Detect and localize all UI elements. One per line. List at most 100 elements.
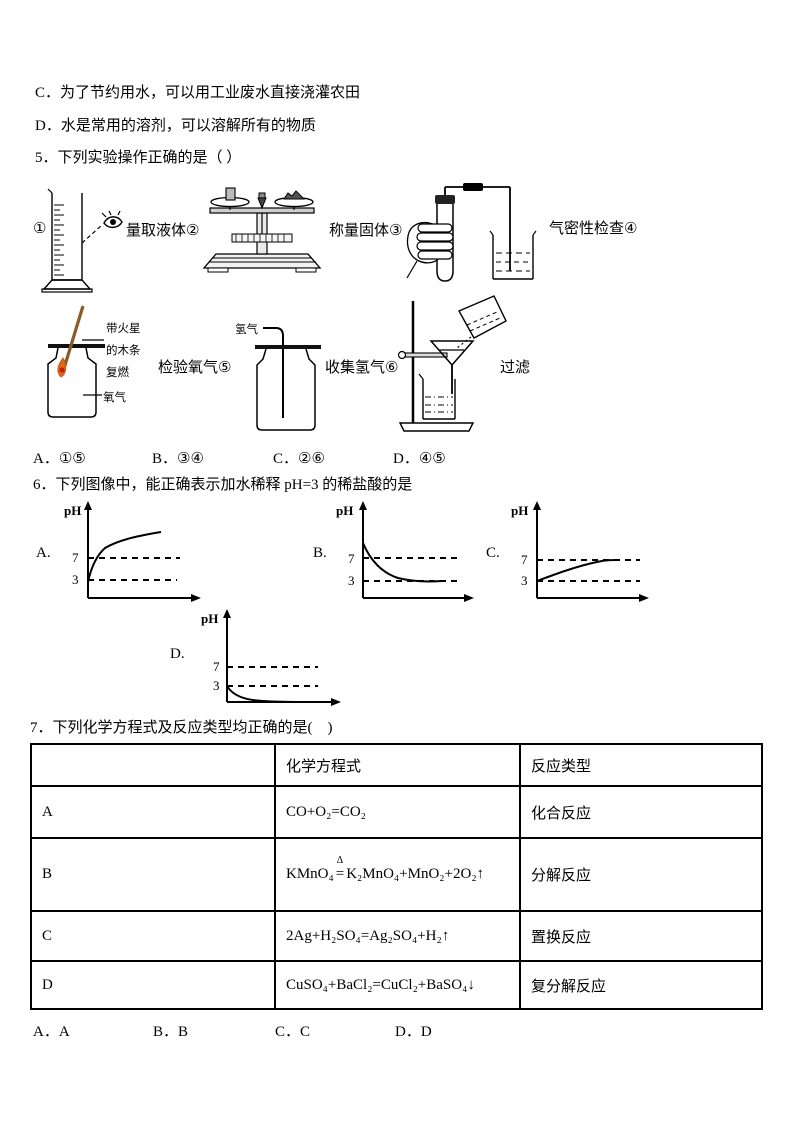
ph-graph-a: [84, 501, 201, 602]
row-b-label: B: [30, 837, 276, 912]
graph-c-tick3: 3: [521, 573, 528, 588]
q7-answer-a: A．A: [33, 1024, 70, 1040]
row-d-equation: CuSO₄+BaCl₂=CuCl₂+BaSO₄↓: [274, 960, 521, 1010]
graph-b-ylabel: pH: [336, 503, 354, 518]
row-b-type: 分解反应: [519, 837, 763, 912]
stand-base: [398, 422, 475, 432]
graduated-cylinder-figure: [41, 188, 123, 293]
row-a-type: 化合反应: [519, 785, 763, 839]
oxygen-label: 氧气: [103, 392, 126, 404]
q5-answer-b: B．③④: [152, 451, 204, 467]
graph-a-tick3: 3: [72, 572, 79, 587]
row-b-eq-right: K₂MnO₄+MnO₂+2O₂↑: [346, 866, 485, 882]
balance-scale-figure: [202, 187, 322, 273]
graph-b-label: B.: [313, 545, 327, 561]
flame-icon: [57, 357, 67, 378]
graph-c-ylabel: pH: [511, 503, 529, 518]
airtight-check-label: 气密性检查④: [549, 221, 638, 237]
hand-icon: [406, 221, 454, 279]
weigh-solid-label: 称量固体③: [329, 223, 403, 239]
delivery-tube: [263, 327, 284, 418]
row-c-equation: 2Ag+H₂SO₄=Ag₂SO₄+H₂↑: [274, 910, 521, 962]
row-d-label: D: [30, 960, 276, 1010]
header-empty-cell: [30, 743, 276, 787]
header-type-cell: 反应类型: [519, 743, 763, 787]
graph-c-tick7: 7: [521, 552, 528, 567]
ph-graph-d: [223, 609, 341, 706]
ph-graph-c: [533, 501, 649, 602]
funnel: [429, 340, 475, 394]
row-c-label: C: [30, 910, 276, 962]
splint-label-line3: 复燃: [106, 367, 129, 379]
q7-answer-b: B．B: [153, 1024, 189, 1040]
ph-curve-d: [226, 685, 311, 703]
graph-a-ylabel: pH: [64, 503, 82, 518]
row-a-label: A: [30, 785, 276, 839]
row-d-type: 复分解反应: [519, 960, 763, 1010]
sight-line: [81, 224, 103, 244]
q7-answer-c: C．C: [275, 1024, 311, 1040]
ph-curve-a: [87, 531, 162, 583]
question7-stem: 7．下列化学方程式及反应类型均正确的是( ): [30, 720, 333, 736]
collect-hydrogen-label: 收集氢气⑥: [325, 360, 399, 376]
table-row: D CuSO₄+BaCl₂=CuCl₂+BaSO₄↓ 复分解反应: [30, 960, 763, 1010]
row-a-equation: CO+O₂=CO₂: [274, 785, 521, 839]
eye-icon: [101, 210, 123, 229]
stopper: [435, 195, 455, 204]
gas-bottle: [47, 347, 97, 418]
splint-label: 带火星 的木条 复燃: [106, 318, 141, 384]
delta-over-equals: Δ=: [335, 855, 345, 883]
ph-curve-c: [536, 559, 619, 582]
solid-sample-pile: [283, 190, 306, 200]
header-equation-cell: 化学方程式: [274, 743, 521, 787]
q7-answer-d: D．D: [395, 1024, 432, 1040]
q5-answer-a: A．①⑤: [33, 451, 86, 467]
splint-label-line2: 的木条: [106, 345, 141, 357]
splint-label-line1: 带火星: [106, 323, 141, 335]
option-d-text: D．水是常用的溶剂，可以溶解所有的物质: [35, 118, 316, 134]
graph-a-tick7: 7: [72, 550, 79, 565]
filtration-label: 过滤: [500, 360, 531, 376]
ph-curve-b: [362, 542, 443, 583]
graph-d-label: D.: [170, 646, 185, 662]
question5-stem: 5．下列实验操作正确的是（ ）: [35, 150, 242, 166]
graph-c-label: C.: [486, 545, 500, 561]
graph-b-tick3: 3: [348, 573, 355, 588]
table-header-row: 化学方程式 反应类型: [30, 743, 763, 787]
gas-bottle: [256, 348, 316, 431]
test-tube: [436, 204, 454, 282]
measure-liquid-label: 量取液体②: [126, 223, 200, 239]
row-c-type: 置换反应: [519, 910, 763, 962]
filtration-figure: [397, 295, 507, 432]
check-oxygen-label: 检验氧气⑤: [158, 360, 232, 376]
figure-number-1: ①: [33, 221, 47, 237]
bottle-lid: [255, 345, 321, 349]
table-row: A CO+O₂=CO₂ 化合反应: [30, 785, 763, 839]
q5-answer-c: C．②⑥: [273, 451, 325, 467]
airtightness-check-figure: [406, 183, 537, 282]
graph-b-tick7: 7: [348, 551, 355, 566]
graph-d-ylabel: pH: [201, 611, 219, 626]
ph-graph-b: [359, 501, 474, 602]
bottle-lid: [48, 344, 105, 348]
receiving-beaker: [418, 373, 456, 420]
graph-a-label: A.: [36, 545, 51, 561]
table-row: C 2Ag+H₂SO₄=Ag₂SO₄+H₂↑ 置换反应: [30, 910, 763, 962]
weight-icon: [225, 187, 236, 201]
clamp: [404, 352, 448, 358]
hydrogen-label: 氢气: [235, 324, 258, 336]
oxygen-bottle-figure: [47, 305, 105, 418]
rubber-connector: [463, 183, 483, 191]
beaker: [489, 230, 537, 280]
graph-d-tick7: 7: [213, 659, 220, 674]
pouring-beaker: [456, 295, 507, 349]
q5-answer-d: D．④⑤: [393, 451, 446, 467]
hydrogen-bottle-figure: [255, 327, 321, 431]
question6-stem: 6．下列图像中，能正确表示加水稀释 pH=3 的稀盐酸的是: [33, 477, 413, 493]
row-b-eq-left: KMnO₄: [286, 866, 334, 882]
graph-d-tick3: 3: [213, 678, 220, 693]
